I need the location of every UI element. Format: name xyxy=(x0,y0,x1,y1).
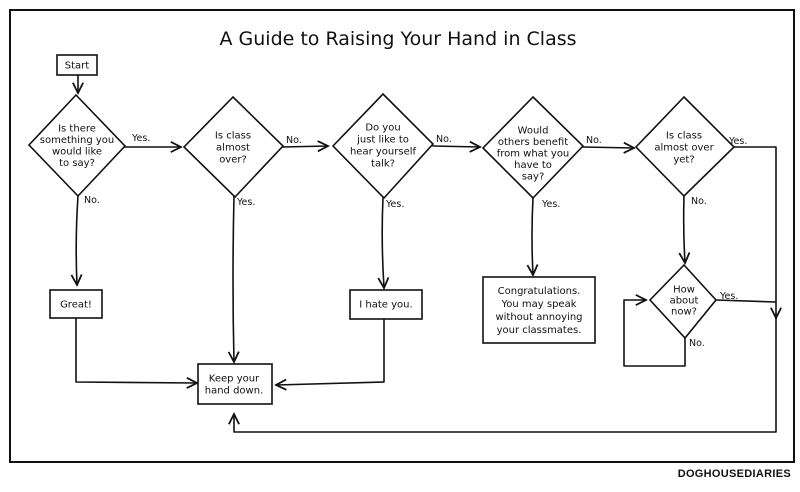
node-text-congrats-line-3: without annoying xyxy=(495,312,582,323)
edge-q4-yes xyxy=(532,197,533,275)
decision-others-benefit xyxy=(481,95,585,200)
label-q6-no: No. xyxy=(689,338,705,349)
node-text-q-almost-over-line-2: almost xyxy=(216,143,250,154)
node-text-start-line-1: Start xyxy=(65,61,90,72)
label-q5-no: No. xyxy=(691,196,707,207)
great-box xyxy=(49,289,103,319)
decision-class-almost-over xyxy=(182,95,285,199)
node-text-q-almost-over-yet-line-3: yet? xyxy=(673,155,694,166)
node-text-congrats-line-4: your classmates. xyxy=(497,325,582,336)
start-box xyxy=(56,54,98,76)
edge-q6-yes xyxy=(715,299,776,303)
node-text-keep-hand-down-line-1: Keep your xyxy=(209,374,260,385)
node-text-keep-hand-down-line-2: hand down. xyxy=(205,386,264,397)
node-text-q-something-line-2: something you xyxy=(40,135,115,146)
decision-how-about-now xyxy=(648,263,718,340)
credit-label: DOGHOUSEDIARIES xyxy=(678,468,791,480)
decision-class-almost-over-yet xyxy=(634,95,736,198)
edge-q5-no xyxy=(684,195,685,263)
label-q3-yes: Yes. xyxy=(385,199,404,210)
label-q5-yes: Yes. xyxy=(728,136,747,147)
edge-q1-no xyxy=(76,195,78,285)
node-text-q-almost-over-line-3: over? xyxy=(219,155,247,166)
hate-you-box xyxy=(349,289,423,320)
decision-something-to-say xyxy=(27,93,127,198)
edge-q3-no xyxy=(432,146,480,147)
node-text-q-others-benefit-line-3: from what you xyxy=(497,149,570,160)
node-text-q-hear-yourself-line-3: hear yourself xyxy=(350,147,417,158)
node-text-congrats-line-2: You may speak xyxy=(500,299,576,310)
congratulations-box xyxy=(482,276,596,344)
edge-q2-no xyxy=(281,146,328,147)
decision-hear-yourself xyxy=(331,92,435,200)
edge-q6-no-loop xyxy=(623,300,686,367)
node-text-q-hear-yourself-line-1: Do you xyxy=(365,123,400,134)
keep-hand-down-box xyxy=(197,363,273,405)
node-text-q-how-about-now-line-1: How xyxy=(673,285,695,296)
node-text-q-something-line-1: Is there xyxy=(58,123,96,134)
node-text-great-line-1: Great! xyxy=(60,300,92,311)
edge-q3-yes xyxy=(382,197,384,288)
node-text-q-how-about-now-line-3: now? xyxy=(671,307,697,318)
node-text-q-hear-yourself-line-2: just like to xyxy=(356,135,409,146)
label-q3-no: No. xyxy=(436,134,452,145)
node-text-q-others-benefit-line-1: Would xyxy=(518,126,549,137)
diagram-title: A Guide to Raising Your Hand in Class xyxy=(219,28,576,50)
panel-frame xyxy=(9,9,795,463)
edge-q4-no xyxy=(582,147,634,148)
node-text-q-how-about-now-line-2: about xyxy=(670,296,699,307)
node-text-q-others-benefit-line-2: others benefit xyxy=(498,137,568,148)
node-text-q-others-benefit-line-4: have to xyxy=(514,160,552,171)
label-q4-no: No. xyxy=(586,135,602,146)
node-text-q-almost-over-yet-line-1: Is class xyxy=(666,131,702,142)
node-text-q-almost-over-yet-line-2: almost over xyxy=(654,143,714,154)
edge-q5-yes xyxy=(733,146,776,318)
edge-great-to-keep xyxy=(75,317,197,383)
edge-q2-yes xyxy=(233,195,234,362)
node-text-q-almost-over-line-1: Is class xyxy=(215,131,251,142)
label-q2-no: No. xyxy=(286,135,302,146)
node-text-q-something-line-3: would like xyxy=(52,146,102,157)
node-text-hate-you-line-1: I hate you. xyxy=(359,300,412,311)
edge-hate-to-keep xyxy=(276,317,385,385)
label-q2-yes: Yes. xyxy=(236,197,255,208)
node-text-congrats-line-1: Congratulations. xyxy=(498,286,581,297)
label-q4-yes: Yes. xyxy=(541,199,560,210)
node-text-q-others-benefit-line-5: say? xyxy=(522,172,545,183)
node-text-q-something-line-4: to say? xyxy=(59,158,95,169)
node-text-q-hear-yourself-line-4: talk? xyxy=(371,159,395,170)
label-q1-yes: Yes. xyxy=(131,133,150,144)
edge-rail-to-keep xyxy=(234,317,777,433)
label-q6-yes: Yes. xyxy=(719,291,738,302)
label-q1-no: No. xyxy=(84,195,100,206)
